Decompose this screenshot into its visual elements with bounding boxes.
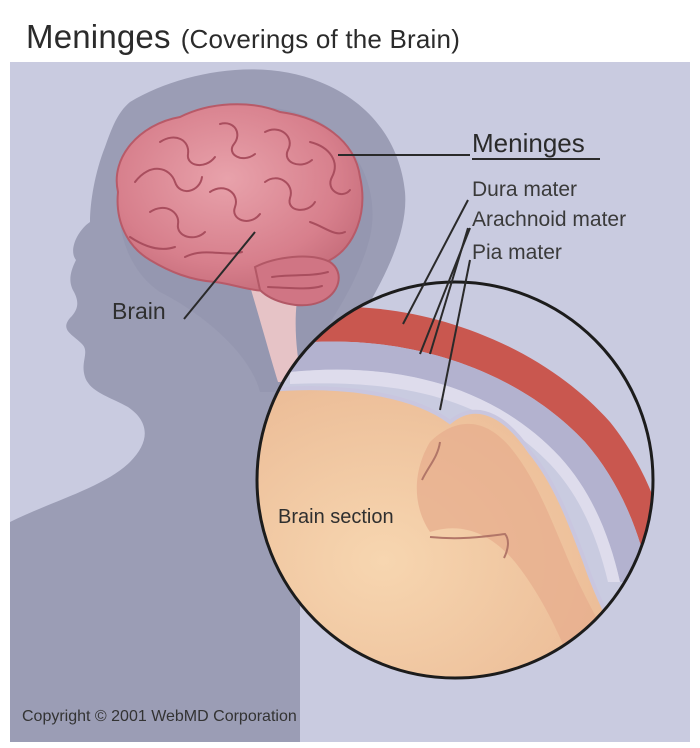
copyright-notice: Copyright © 2001 WebMD Corporation [22, 708, 297, 725]
magnifier-circle [255, 280, 655, 680]
label-pia-mater: Pia mater [472, 241, 562, 264]
label-dura-mater: Dura mater [472, 178, 578, 201]
brain-stem [248, 280, 302, 382]
brain-gyri [129, 122, 351, 290]
brain-shape [115, 103, 364, 292]
illustration-panel: Meninges Dura mater Arachnoid mater Pia … [10, 62, 690, 742]
bottom-strip [0, 742, 700, 748]
label-meninges: Meninges [472, 128, 585, 158]
leader-lines [183, 154, 600, 411]
label-brain-section: Brain section [278, 506, 394, 528]
brain-section-detail [257, 282, 653, 678]
label-arachnoid-mater: Arachnoid mater [472, 208, 627, 231]
cerebellum [253, 255, 340, 307]
meninges-illustration [10, 69, 655, 742]
title-bar: Meninges (Coverings of the Brain) [0, 0, 700, 62]
title-subtitle: (Coverings of the Brain) [180, 24, 461, 54]
title-main: Meninges [26, 18, 171, 55]
page-title: Meninges (Coverings of the Brain) [26, 18, 460, 56]
label-brain: Brain [112, 298, 166, 324]
